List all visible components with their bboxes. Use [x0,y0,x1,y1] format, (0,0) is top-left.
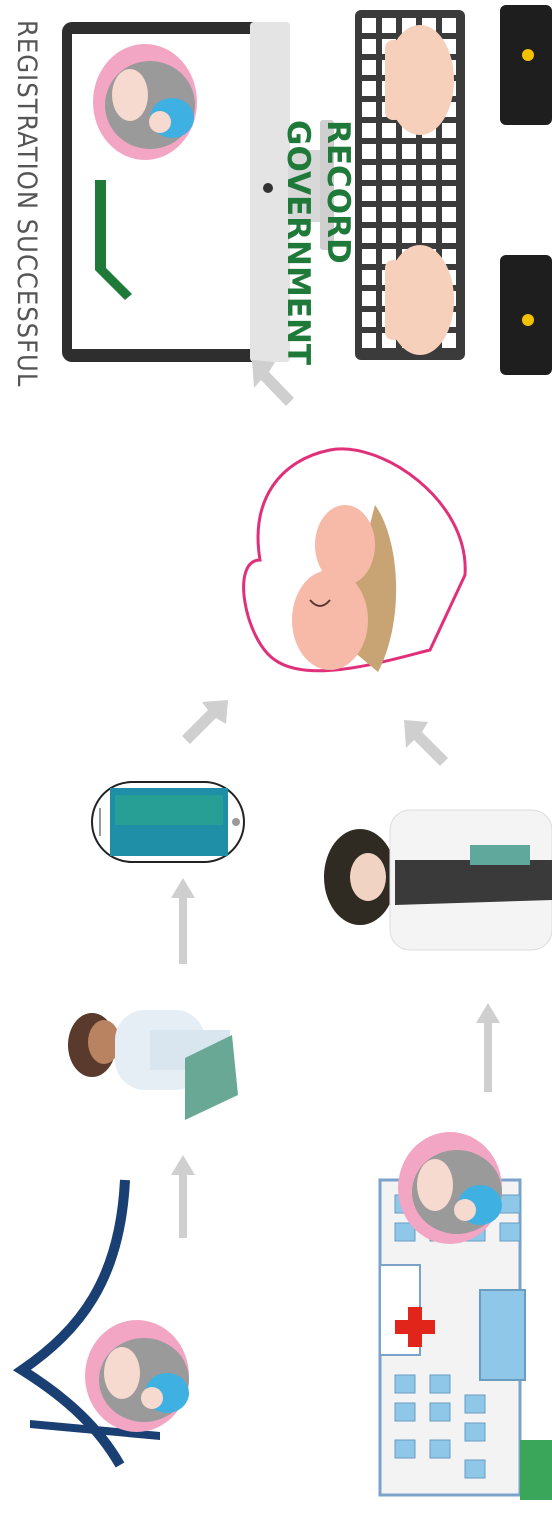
keyboard-key [382,186,396,201]
keyboard-key [442,207,456,222]
keyboard-key [402,186,416,201]
mobile-phone-icon [92,782,244,862]
hospital-window [430,1375,450,1393]
keyboard-key [422,165,436,180]
keyboard-key [442,186,456,201]
keyboard-key [362,60,376,75]
keyboard-key [362,312,376,327]
keyboard-key [362,186,376,201]
screen-line2: RECORD [320,120,356,264]
keyboard-key [402,228,416,243]
hospital-window [395,1440,415,1458]
fetus-heart-icon [244,449,466,672]
keyboard-key [442,18,456,33]
keyboard-key [442,123,456,138]
government-record-label: GOVERNMENT RECORD [140,120,250,320]
keyboard-key [382,207,396,222]
keyboard-key [442,165,456,180]
hospital-window [500,1195,520,1213]
keyboard-typing-hands-icon [355,5,552,375]
keyboard-key [382,165,396,180]
hospital-window [430,1440,450,1458]
keyboard-key [362,249,376,264]
keyboard-key [402,165,416,180]
hospital-window [465,1423,485,1441]
keyboard-key [362,144,376,159]
hospital-window [500,1223,520,1241]
keyboard-key [382,144,396,159]
keyboard-key [362,123,376,138]
keyboard-key [362,228,376,243]
mother-baby-icon [398,1132,502,1244]
keyboard-key [362,207,376,222]
keyboard-key [362,18,376,33]
keyboard-key [382,123,396,138]
keyboard-key [402,207,416,222]
mother-baby-home-icon [22,1180,189,1465]
keyboard-key [442,228,456,243]
keyboard-key [362,39,376,54]
keyboard-key [362,102,376,117]
keyboard-key [402,144,416,159]
keyboard-key [442,144,456,159]
screen-line1: GOVERNMENT [280,120,316,365]
health-worker-icon [324,810,552,950]
doctor-icon [68,1010,238,1120]
keyboard-key [422,207,436,222]
hospital-window [465,1460,485,1478]
hospital-window [430,1403,450,1421]
keyboard-key [362,165,376,180]
keyboard-key [362,81,376,96]
hospital-window [465,1395,485,1413]
keyboard-key [362,291,376,306]
keyboard-key [422,186,436,201]
keyboard-key [422,144,436,159]
hospital-window [395,1403,415,1421]
hospital-icon [380,1132,552,1500]
keyboard-key [362,270,376,285]
hospital-window [395,1375,415,1393]
keyboard-key [382,228,396,243]
keyboard-key [382,18,396,33]
keyboard-key [362,333,376,348]
keyboard-key [422,228,436,243]
title-text: REGISTRATION SUCCESSFUL [11,20,42,387]
